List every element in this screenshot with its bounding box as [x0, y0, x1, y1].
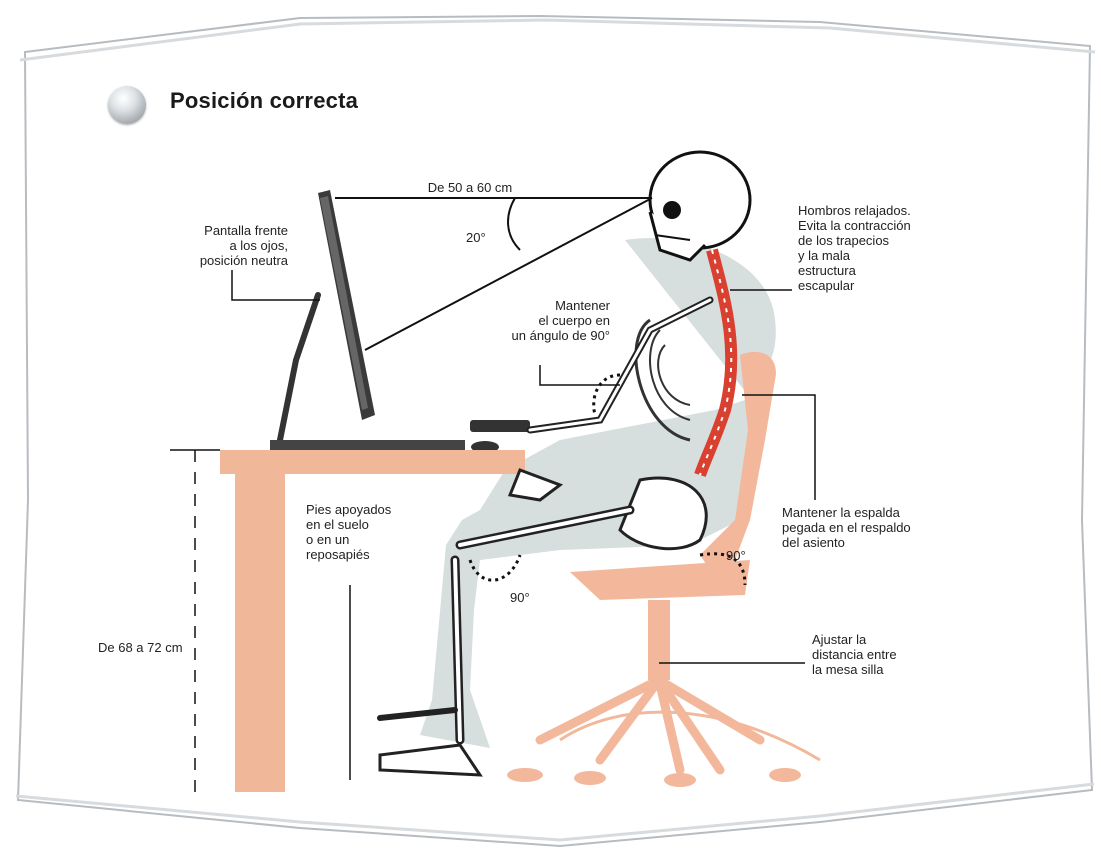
label-chair-distance: Ajustar la distancia entre la mesa silla [812, 632, 962, 677]
label-body-angle: Mantener el cuerpo en un ángulo de 90° [450, 298, 610, 343]
label-distance: De 50 a 60 cm [410, 180, 530, 195]
label-shoulders: Hombros relajados. Evita la contracción … [798, 203, 978, 293]
diagram-title: Posición correcta [170, 88, 358, 114]
label-angle-20: 20° [466, 230, 486, 245]
label-screen: Pantalla frente a los ojos, posición neu… [138, 223, 288, 268]
label-back: Mantener la espalda pegada en el respald… [782, 505, 972, 550]
paper-frame [18, 16, 1092, 846]
label-angle-90-hip: 90° [726, 548, 746, 563]
label-feet: Pies apoyados en el suelo o en un reposa… [306, 502, 446, 562]
label-desk-height: De 68 a 72 cm [98, 640, 218, 655]
label-angle-90-knee: 90° [510, 590, 530, 605]
circle-badge-icon [108, 86, 146, 124]
